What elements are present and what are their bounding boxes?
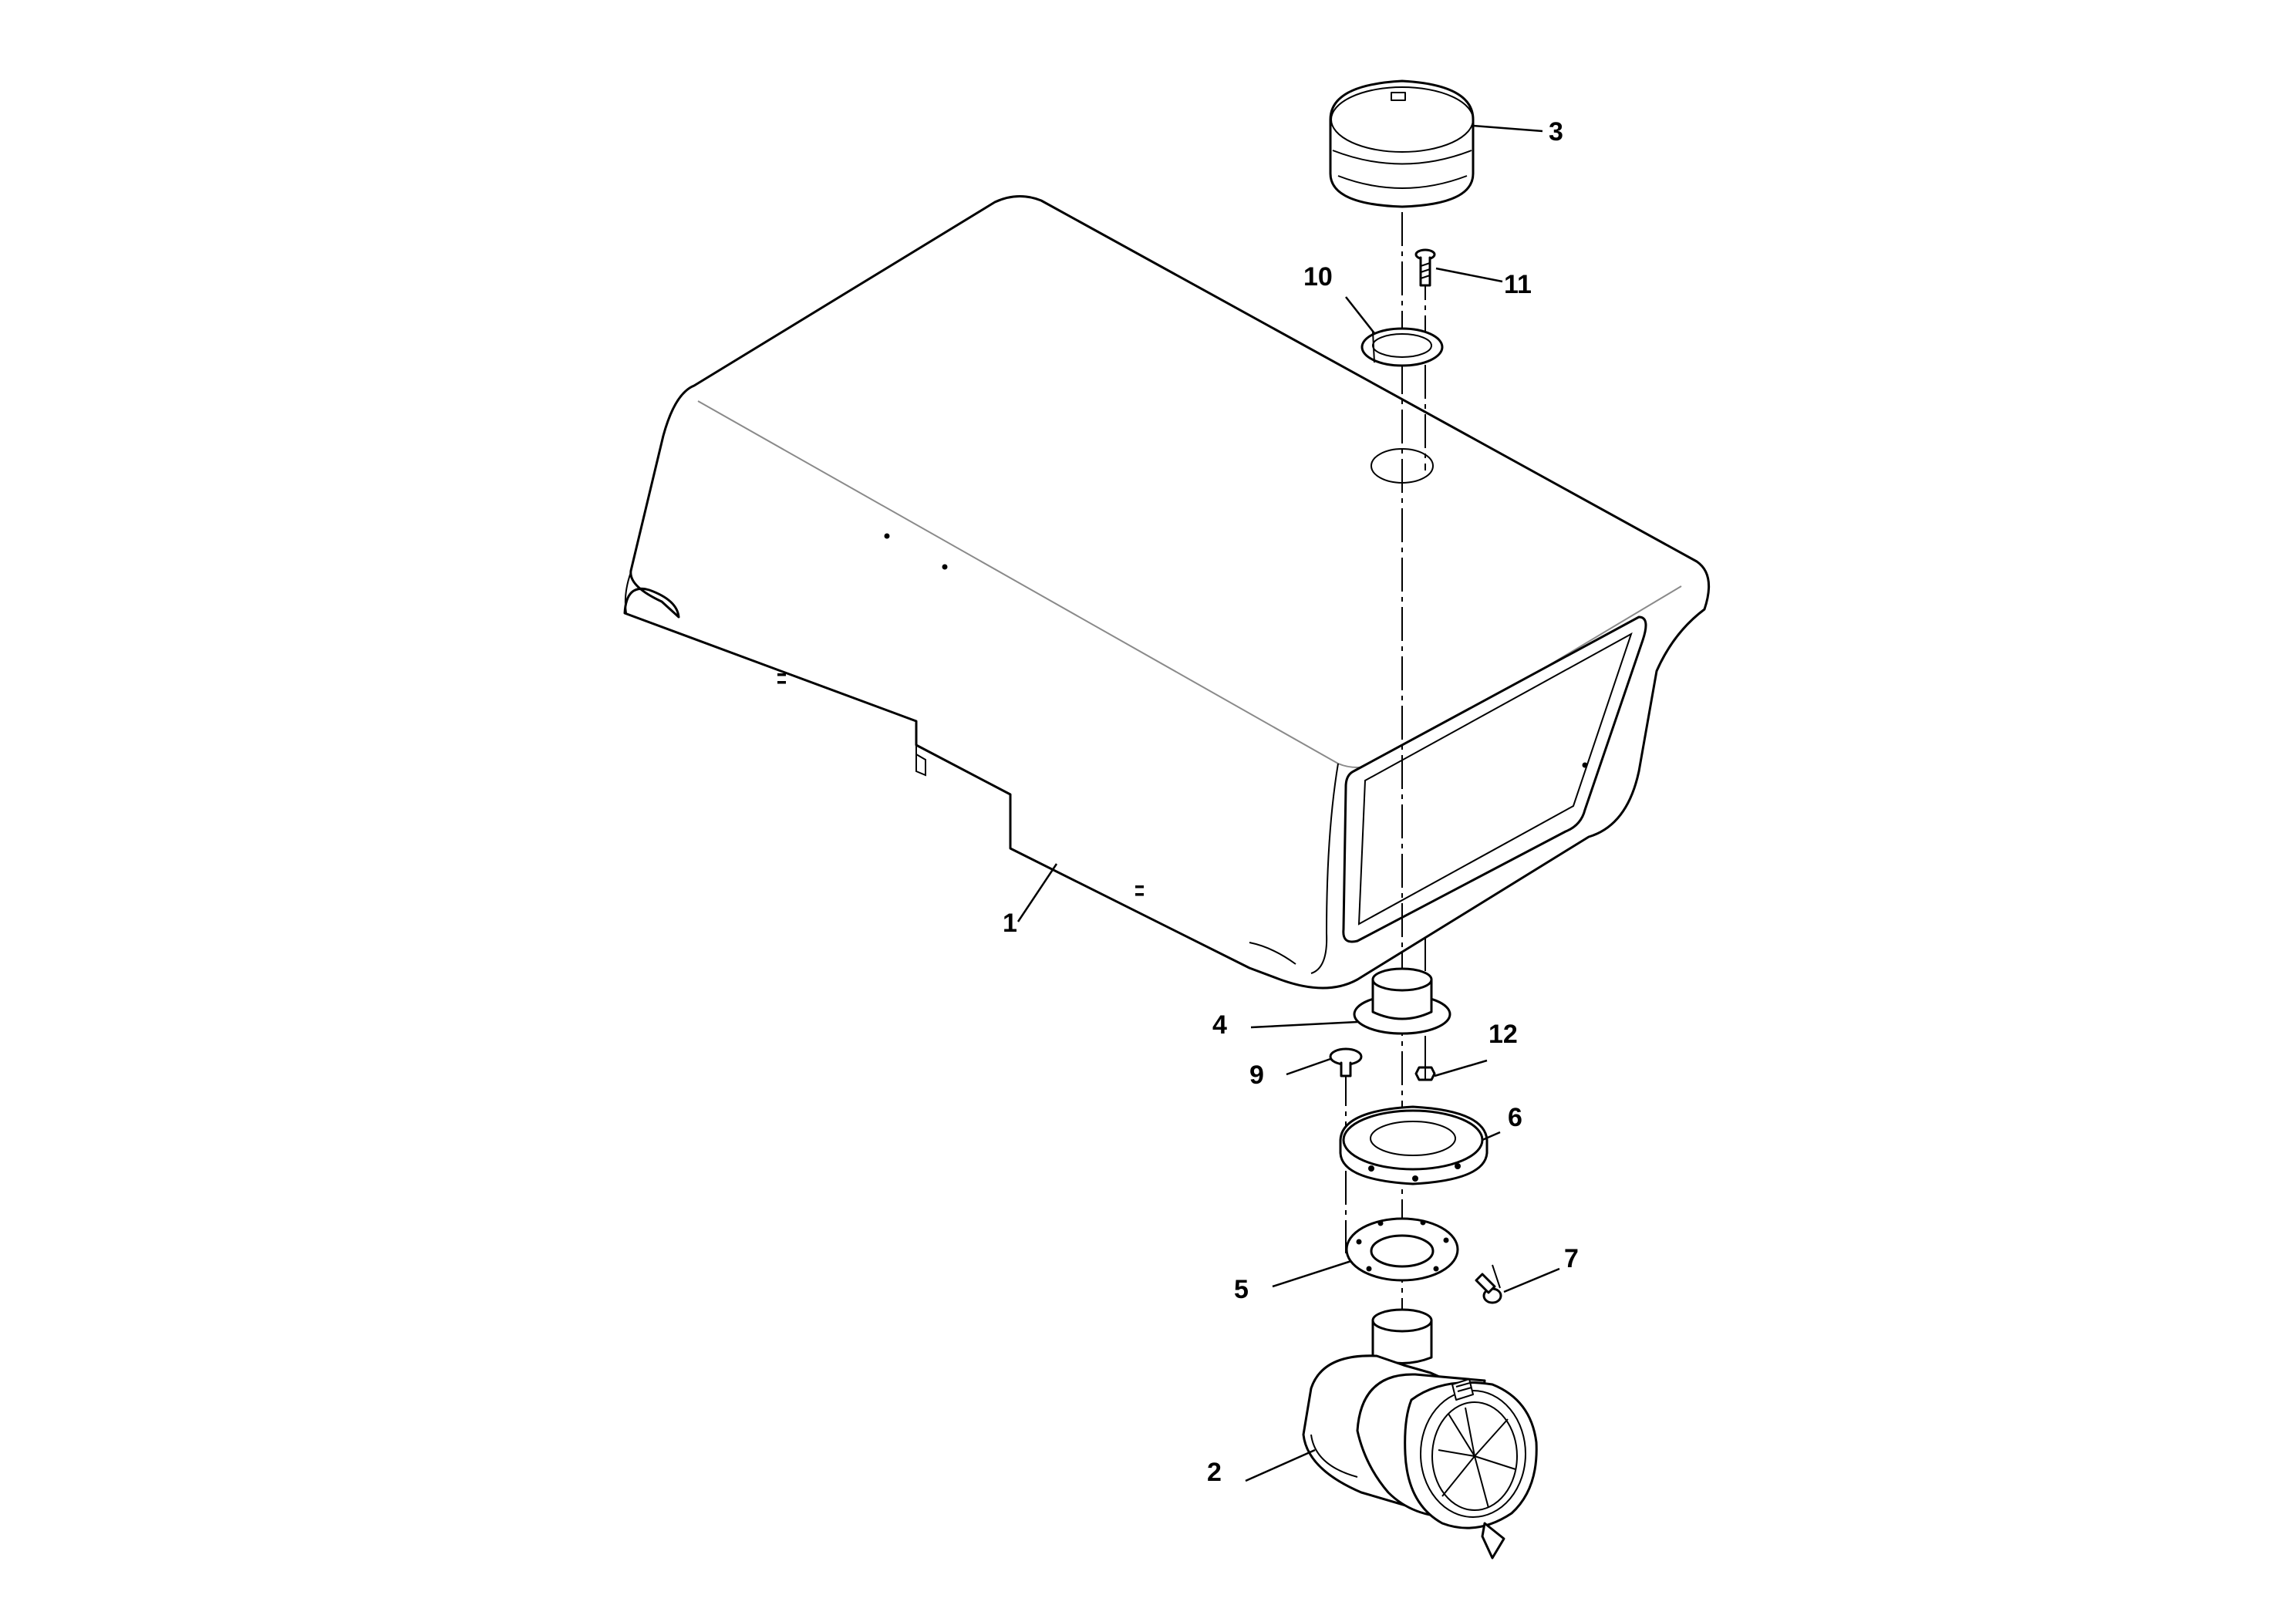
leader-6	[1482, 1131, 1501, 1141]
callout-1: 1	[1003, 909, 1017, 938]
clamp-ring-top	[1360, 327, 1444, 367]
hood-cover	[623, 195, 1711, 990]
leader-10	[1345, 296, 1375, 334]
leader-7	[1503, 1267, 1560, 1293]
callout-2: 2	[1207, 1458, 1222, 1487]
mounting-pin	[1329, 1047, 1363, 1077]
leader-4	[1250, 1020, 1358, 1029]
callout-leaders	[1017, 124, 1560, 1482]
callout-7: 7	[1564, 1244, 1579, 1273]
callout-12: 12	[1489, 1020, 1518, 1049]
leader-3	[1472, 124, 1543, 133]
nut	[1414, 1066, 1436, 1081]
flange-ring	[1339, 1105, 1489, 1185]
callout-10: 10	[1303, 262, 1333, 292]
leader-12	[1434, 1059, 1488, 1077]
callout-6: 6	[1508, 1103, 1522, 1132]
callout-11: 11	[1504, 270, 1532, 299]
leader-11	[1435, 267, 1503, 283]
screw-top	[1414, 248, 1436, 287]
air-filter	[1302, 1308, 1538, 1560]
screw-small	[1475, 1273, 1502, 1304]
callout-9: 9	[1249, 1061, 1264, 1090]
callout-labels: 1 2 3 4 5 6 7 9 10 11 12	[1003, 117, 1579, 1487]
pin-axis	[1492, 1264, 1501, 1289]
leader-5	[1272, 1259, 1352, 1288]
leader-2	[1245, 1448, 1316, 1482]
duct-sleeve	[1353, 967, 1451, 1035]
leader-9	[1286, 1057, 1331, 1076]
mounting-plate	[1345, 1217, 1459, 1282]
leader-1	[1017, 863, 1058, 922]
rain-cap	[1329, 79, 1475, 208]
callout-4: 4	[1212, 1010, 1227, 1040]
callout-5: 5	[1234, 1275, 1249, 1304]
callout-3: 3	[1549, 117, 1563, 147]
